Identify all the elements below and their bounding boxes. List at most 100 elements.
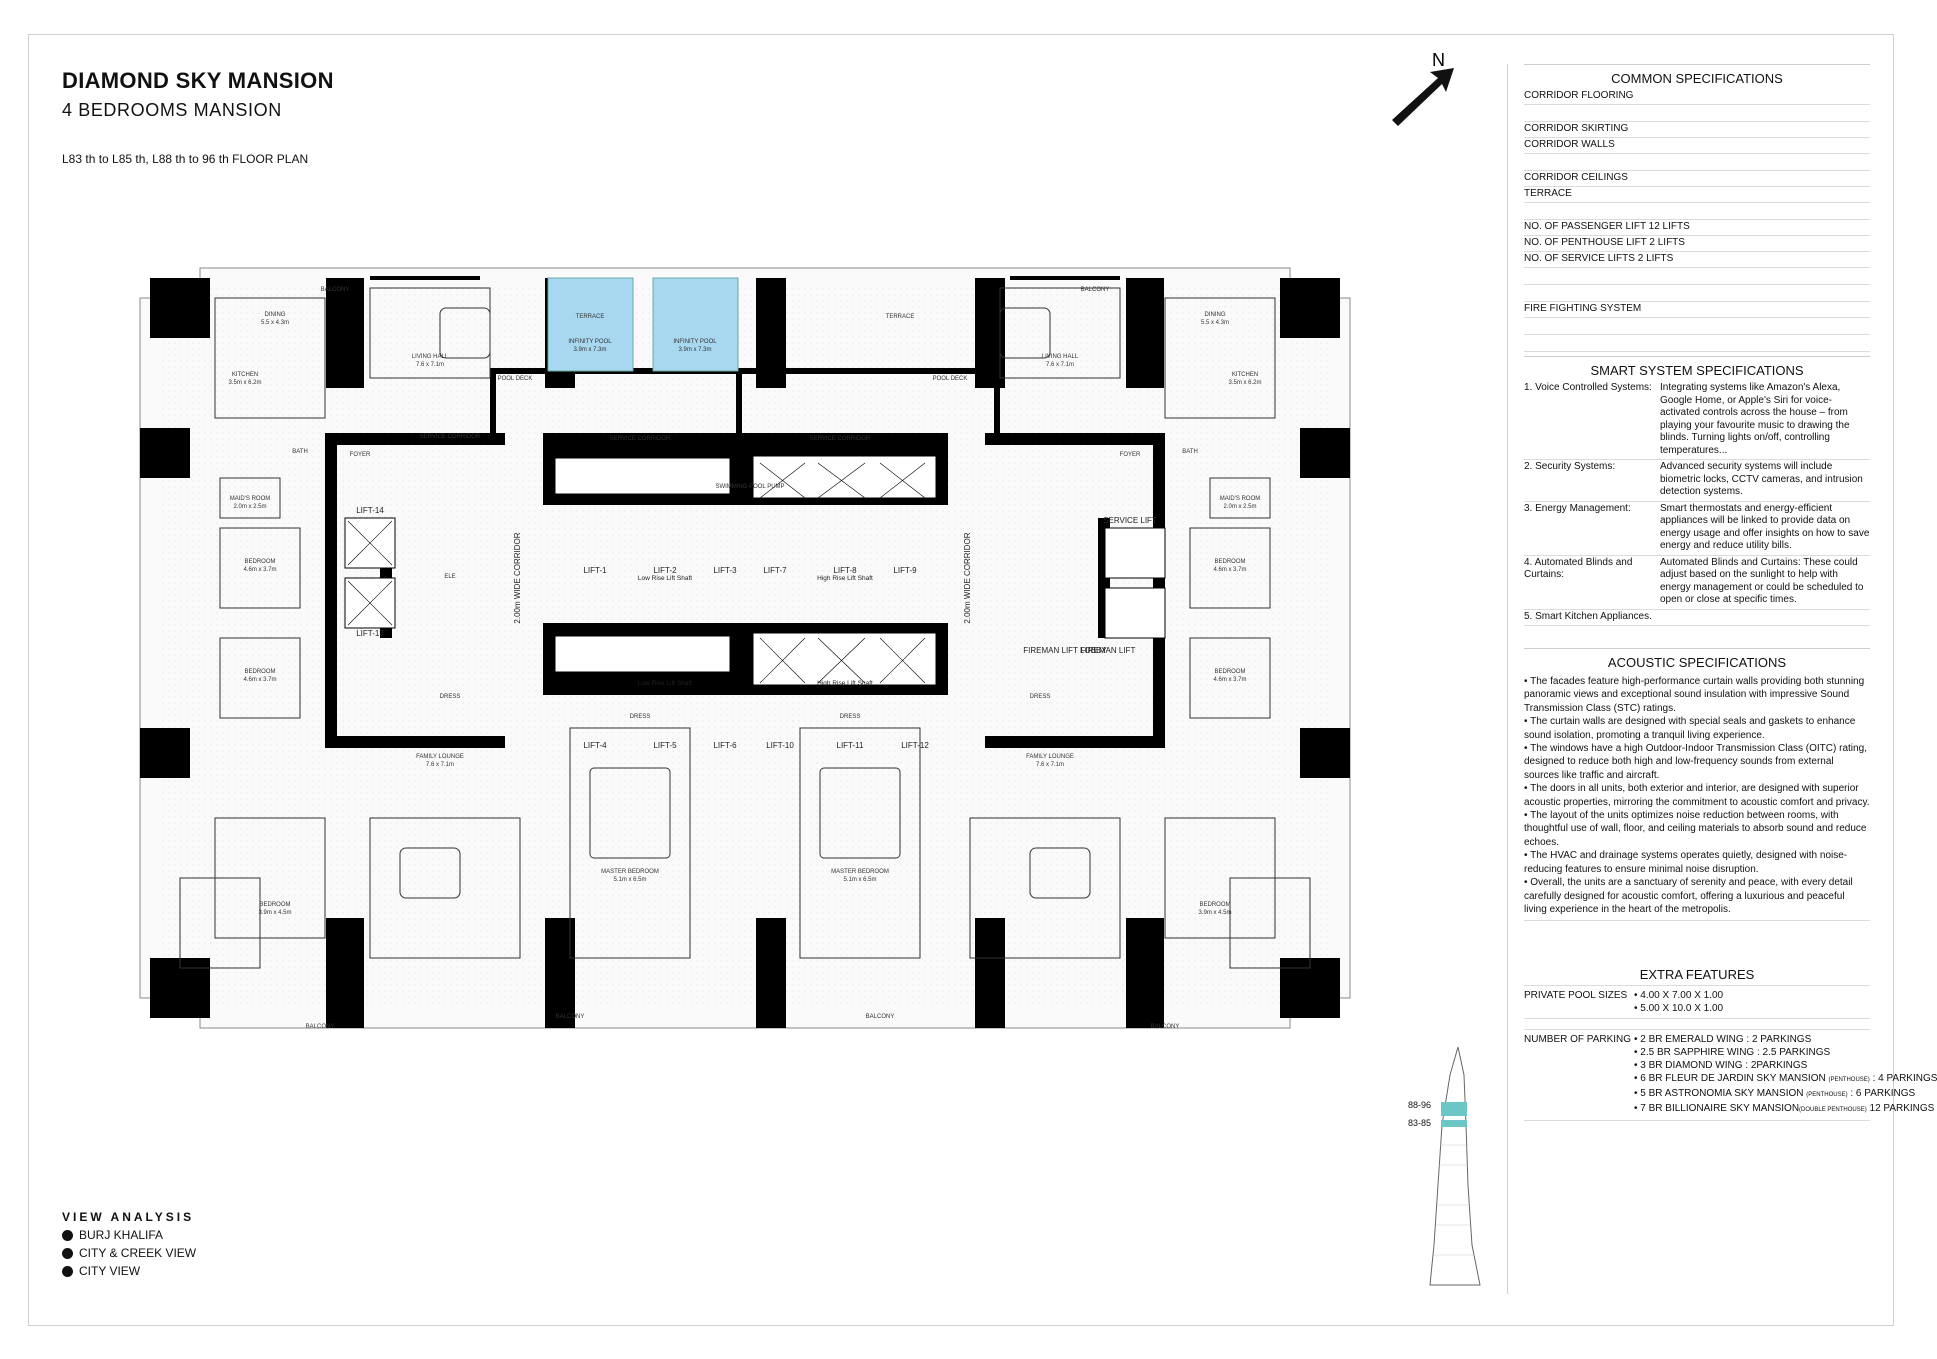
view-item: BURJ KHALIFA (62, 1226, 196, 1244)
smart-system-heading: SMART SYSTEM SPECIFICATIONS (1524, 356, 1870, 381)
svg-text:DRESS: DRESS (1030, 694, 1051, 700)
svg-text:LIFT-6: LIFT-6 (713, 741, 737, 750)
extra-features-heading: EXTRA FEATURES (1639, 967, 1755, 983)
svg-text:2.00m WIDE CORRIDOR: 2.00m WIDE CORRIDOR (513, 532, 522, 623)
svg-text:LIFT-4: LIFT-4 (583, 741, 607, 750)
view-analysis: VIEW ANALYSIS BURJ KHALIFA CITY & CREEK … (62, 1210, 196, 1280)
parking-item: • 2 BR EMERALD WING : 2 PARKINGS (1634, 1034, 1812, 1046)
smart-spec-item: 2. Security Systems: Advanced security s… (1524, 460, 1870, 502)
svg-text:BALCONY: BALCONY (1151, 1024, 1180, 1030)
svg-text:FAMILY LOUNGE: FAMILY LOUNGE (416, 754, 464, 760)
svg-text:3.5m x 6.2m: 3.5m x 6.2m (1228, 380, 1261, 386)
parking-item: • 6 BR FLEUR DE JARDIN SKY MANSION (PENT… (1634, 1073, 1937, 1085)
spec-row (1524, 285, 1870, 302)
svg-text:DINING: DINING (1205, 312, 1226, 318)
svg-text:7.6 x 7.1m: 7.6 x 7.1m (1046, 362, 1074, 368)
svg-text:TERRACE: TERRACE (576, 314, 605, 320)
svg-text:2.0m x 2.5m: 2.0m x 2.5m (1223, 504, 1256, 510)
svg-text:BEDROOM: BEDROOM (244, 559, 275, 565)
svg-text:LIFT-14: LIFT-14 (356, 506, 384, 515)
svg-text:3.9m x 4.5m: 3.9m x 4.5m (258, 910, 291, 916)
acoustic-heading: ACOUSTIC SPECIFICATIONS (1524, 648, 1870, 673)
svg-text:LIFT-9: LIFT-9 (893, 566, 917, 575)
svg-text:LIFT-10: LIFT-10 (766, 741, 794, 750)
svg-text:LIFT-1: LIFT-1 (583, 566, 607, 575)
svg-text:BALCONY: BALCONY (1081, 287, 1110, 293)
svg-text:LIFT-5: LIFT-5 (653, 741, 677, 750)
svg-text:LIFT-3: LIFT-3 (713, 566, 737, 575)
svg-text:SERVICE LIFT: SERVICE LIFT (1103, 516, 1157, 525)
page-title: DIAMOND SKY MANSION (62, 68, 334, 93)
bullet-icon (62, 1247, 73, 1259)
svg-text:BALCONY: BALCONY (321, 287, 350, 293)
smart-spec-item: 3. Energy Management: Smart thermostats … (1524, 502, 1870, 556)
view-item: CITY VIEW (62, 1262, 196, 1280)
svg-text:MAID'S ROOM: MAID'S ROOM (1220, 496, 1260, 502)
svg-text:FAMILY LOUNGE: FAMILY LOUNGE (1026, 754, 1074, 760)
svg-text:High Rise Lift Shaft: High Rise Lift Shaft (817, 680, 873, 687)
svg-text:BALCONY: BALCONY (866, 1014, 895, 1020)
svg-text:FIREMAN LIFT LOBBY: FIREMAN LIFT LOBBY (1023, 646, 1107, 655)
svg-text:LIFT-13: LIFT-13 (356, 629, 384, 638)
svg-text:BEDROOM: BEDROOM (259, 902, 290, 908)
svg-text:FIREMAN LIFT: FIREMAN LIFT (1081, 646, 1136, 655)
svg-text:SWIMMING POOL PUMP: SWIMMING POOL PUMP (715, 484, 784, 490)
bullet-icon (62, 1265, 73, 1277)
svg-text:LIFT-11: LIFT-11 (837, 741, 865, 750)
spec-row: NO. OF PASSENGER LIFT 12 LIFTS (1524, 220, 1870, 236)
svg-text:LIFT-2: LIFT-2 (653, 566, 677, 575)
svg-text:MAID'S ROOM: MAID'S ROOM (230, 496, 270, 502)
svg-text:FOYER: FOYER (350, 452, 371, 458)
spec-row (1524, 105, 1870, 122)
level-88-96-label: 88-96 (1408, 1100, 1432, 1110)
svg-text:BEDROOM: BEDROOM (244, 669, 275, 675)
svg-text:Low Rise Lift Shaft: Low Rise Lift Shaft (638, 680, 692, 687)
spec-row (1524, 203, 1870, 220)
svg-text:SERVICE CORRIDOR: SERVICE CORRIDOR (610, 436, 671, 442)
svg-text:DRESS: DRESS (840, 714, 861, 720)
parking-item: • 5 BR ASTRONOMIA SKY MANSION (PENTHOUSE… (1634, 1088, 1916, 1100)
svg-text:7.6 x 7.1m: 7.6 x 7.1m (1036, 762, 1064, 768)
parking-item: • 7 BR BILLIONAIRE SKY MANSION(DOUBLE PE… (1634, 1103, 1935, 1115)
svg-text:5.1m x 6.5m: 5.1m x 6.5m (843, 877, 876, 883)
svg-text:MASTER BEDROOM: MASTER BEDROOM (601, 869, 659, 875)
svg-text:7.6 x 7.1m: 7.6 x 7.1m (426, 762, 454, 768)
svg-text:KITCHEN: KITCHEN (1232, 372, 1258, 378)
svg-text:4.6m x 3.7m: 4.6m x 3.7m (243, 677, 276, 683)
svg-text:DINING: DINING (265, 312, 286, 318)
svg-text:DRESS: DRESS (630, 714, 651, 720)
parking-item: • 3 BR DIAMOND WING : 2PARKINGS (1634, 1060, 1808, 1072)
svg-text:7.6 x 7.1m: 7.6 x 7.1m (416, 362, 444, 368)
smart-system-list: 1. Voice Controlled Systems: Integrating… (1524, 381, 1870, 626)
svg-text:BEDROOM: BEDROOM (1214, 559, 1245, 565)
spec-row: CORRIDOR SKIRTING (1524, 122, 1870, 138)
spec-row: TERRACE (1524, 187, 1870, 203)
drawing-sheet-border (28, 34, 1894, 1326)
spec-row (1524, 268, 1870, 285)
svg-text:FOYER: FOYER (1120, 452, 1141, 458)
specifications-panel: COMMON SPECIFICATIONS CORRIDOR FLOORING … (1524, 64, 1937, 1122)
svg-text:LIVING HALL: LIVING HALL (1042, 354, 1079, 360)
svg-text:3.9m x 7.3m: 3.9m x 7.3m (573, 347, 606, 353)
page-subtitle: 4 BEDROOMS MANSION (62, 100, 282, 120)
svg-text:ELE: ELE (444, 574, 455, 580)
svg-text:BATH: BATH (1182, 449, 1198, 455)
svg-text:SERVICE CORRIDOR: SERVICE CORRIDOR (810, 436, 871, 442)
panel-divider (1507, 64, 1508, 1294)
svg-text:2.0m x 2.5m: 2.0m x 2.5m (233, 504, 266, 510)
floor-range-label: L83 th to L85 th, L88 th to 96 th FLOOR … (62, 152, 309, 166)
spec-row: CORRIDOR WALLS (1524, 138, 1870, 154)
svg-text:SERVICE CORRIDOR: SERVICE CORRIDOR (420, 434, 481, 440)
parking-item: • 2.5 BR SAPPHIRE WING : 2.5 PARKINGS (1634, 1047, 1831, 1059)
svg-text:3.9m x 4.5m: 3.9m x 4.5m (1198, 910, 1231, 916)
view-analysis-heading: VIEW ANALYSIS (62, 1210, 195, 1224)
smart-spec-item: 4. Automated Blinds and Curtains: Automa… (1524, 556, 1870, 610)
svg-text:KITCHEN: KITCHEN (232, 372, 258, 378)
svg-text:BATH: BATH (292, 449, 308, 455)
svg-text:4.6m x 3.7m: 4.6m x 3.7m (1213, 567, 1246, 573)
smart-spec-item: 5. Smart Kitchen Appliances. (1524, 610, 1870, 626)
svg-text:INFINITY POOL: INFINITY POOL (673, 339, 717, 345)
common-specifications-list: CORRIDOR FLOORING CORRIDOR SKIRTING CORR… (1524, 89, 1870, 352)
svg-text:2.00m WIDE CORRIDOR: 2.00m WIDE CORRIDOR (963, 532, 972, 623)
svg-text:5.1m x 6.5m: 5.1m x 6.5m (613, 877, 646, 883)
